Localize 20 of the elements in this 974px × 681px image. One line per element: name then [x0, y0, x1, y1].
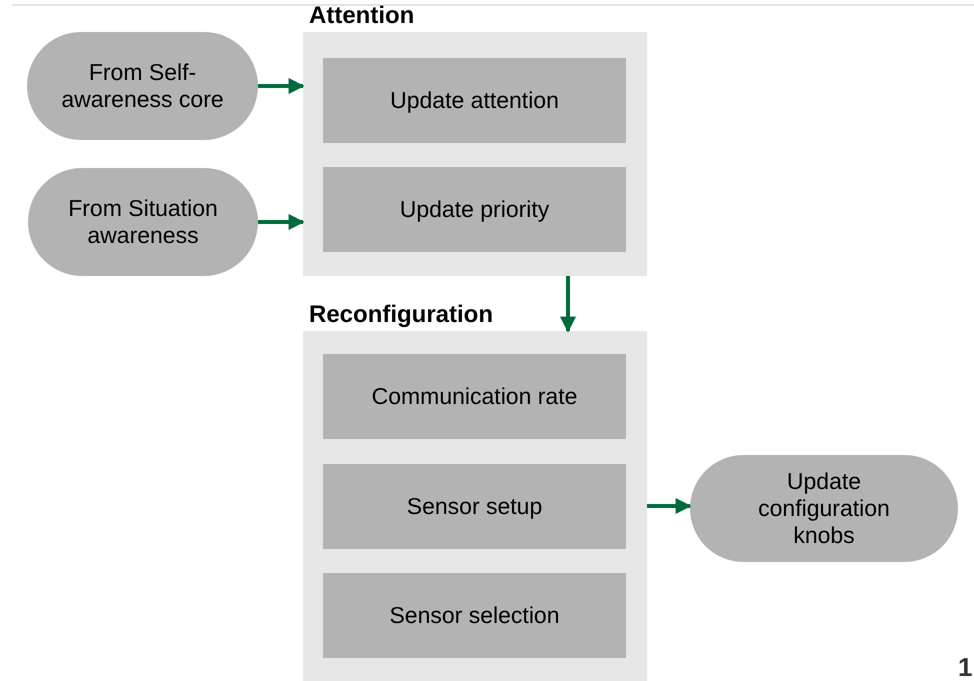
node-label: Communication rate: [372, 383, 578, 410]
node-label: Sensor selection: [389, 602, 560, 629]
node-label: Sensor setup: [406, 493, 542, 520]
node-label: Update priority: [400, 196, 550, 223]
node-label: From Situation awareness: [67, 195, 219, 249]
arrow: [258, 214, 305, 230]
process-box: [323, 167, 626, 252]
node-label: From Self-awareness core: [60, 59, 225, 113]
arrow: [560, 276, 576, 333]
group-heading: Reconfiguration: [309, 300, 493, 330]
node-label: Update configuration knobs: [757, 468, 891, 549]
arrow: [647, 498, 692, 514]
process-box: [323, 354, 626, 439]
group-heading: Attention: [309, 1, 414, 31]
process-box: [323, 464, 626, 549]
page-number: 1: [958, 652, 972, 681]
arrow: [258, 78, 305, 94]
node-label: Update attention: [390, 87, 559, 114]
process-box: [323, 58, 626, 143]
process-box: [323, 573, 626, 658]
